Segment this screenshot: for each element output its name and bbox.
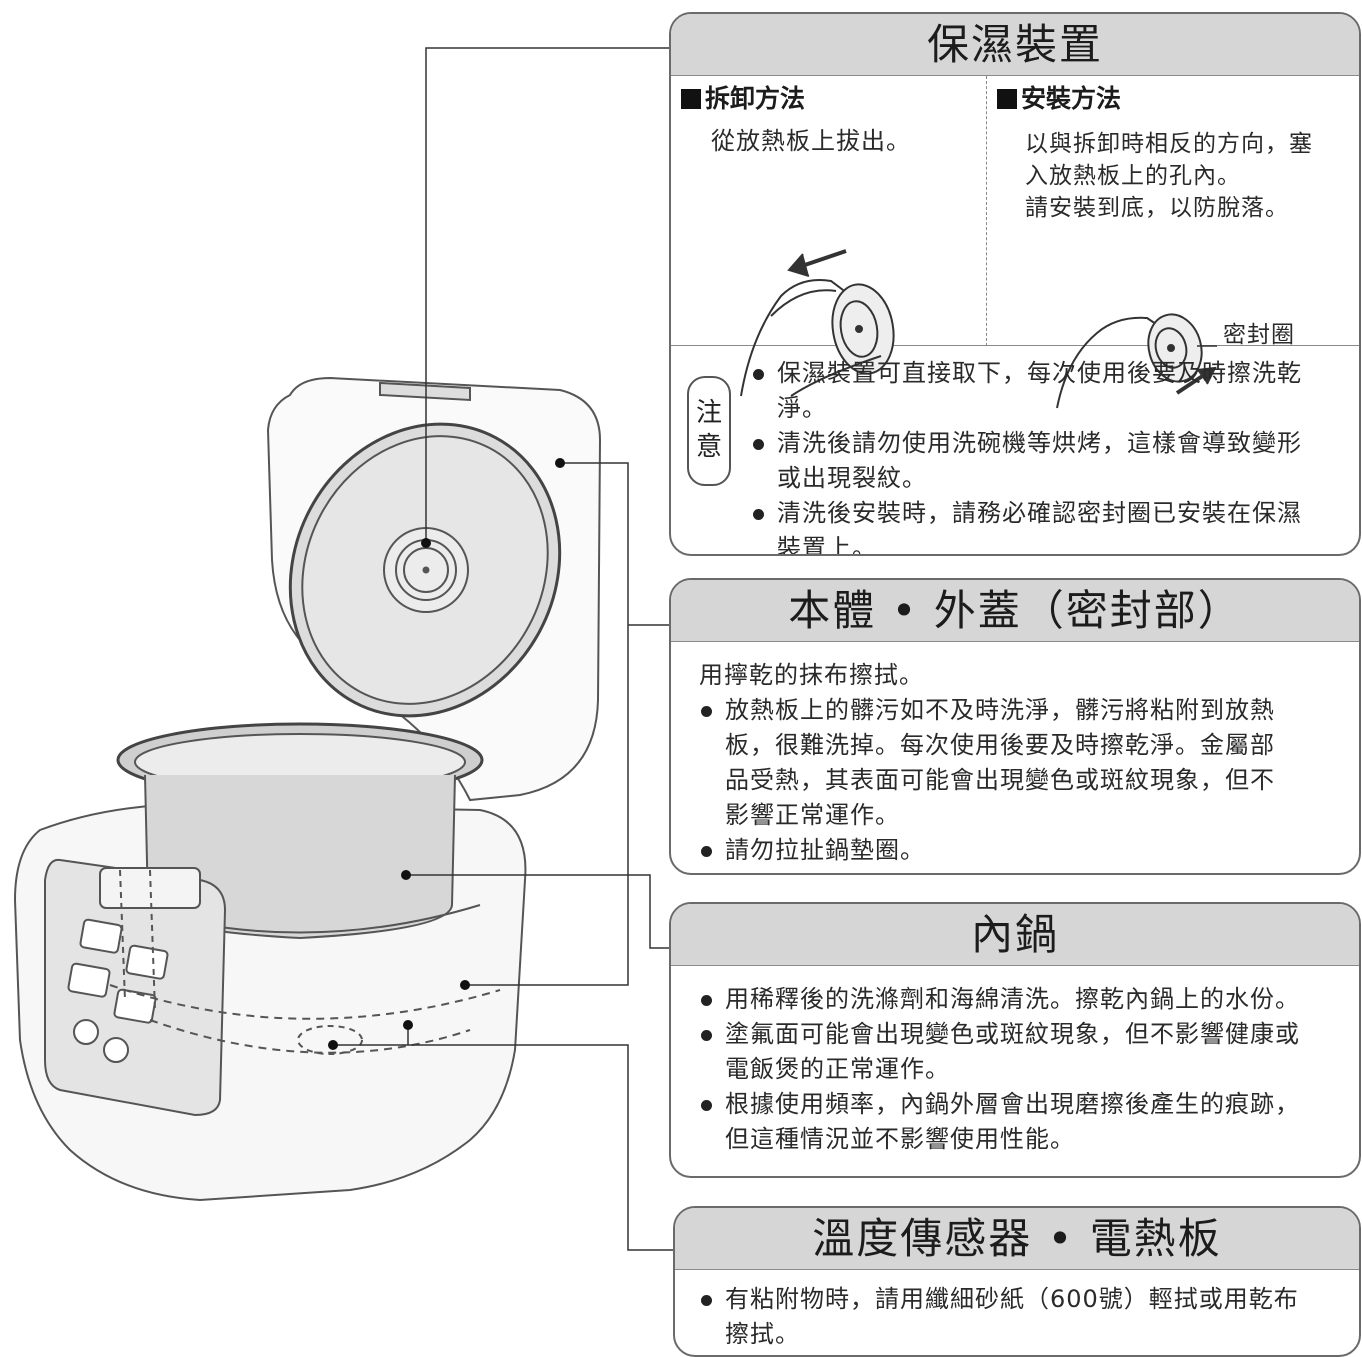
body-bullet: 放熱板上的髒污如不及時洗淨，髒污將粘附到放熱 板，很難洗掉。每次使用後要及時擦乾… [699, 693, 1335, 833]
body-intro: 用擰乾的抹布擦拭。 [699, 661, 924, 689]
remove-method: 拆卸方法 從放熱板上拔出。 [671, 76, 987, 397]
caution-area: 注 意 保濕裝置可直接取下，每次使用後要及時擦洗乾 淨。 清洗後請勿使用洗碗機等… [671, 346, 1359, 554]
install-title: 安裝方法 [1021, 84, 1122, 113]
caution-bullet: 保濕裝置可直接取下，每次使用後要及時擦洗乾 淨。 [751, 356, 1339, 426]
seal-ring-label: 密封圈 [1223, 322, 1295, 348]
caution-badge: 注 意 [687, 376, 731, 486]
hand-remove-drawing [740, 249, 895, 397]
install-line: 以與拆卸時相反的方向，塞 [1025, 131, 1313, 157]
remove-title: 拆卸方法 [705, 84, 806, 113]
install-line: 請安裝到底，以防脫落。 [1025, 195, 1289, 221]
hand-install-drawing [1056, 313, 1217, 409]
leader-humidity [425, 47, 669, 543]
install-line: 入放熱板上的孔內。 [1025, 163, 1241, 189]
install-method: 安裝方法 以與拆卸時相反的方向，塞 入放熱板上的孔內。 請安裝到底，以防脫落。 [987, 76, 1359, 409]
square-bullet-icon [997, 89, 1017, 109]
body-bullet: 請勿拉扯鍋墊圈。 [699, 833, 1335, 868]
humidity-device-section: 保濕裝置 拆卸方法 從放熱板上拔出。 [669, 12, 1361, 556]
caution-bullet: 清洗後請勿使用洗碗機等烘烤，這樣會導致變形 或出現裂紋。 [751, 426, 1339, 496]
remove-text: 從放熱板上拔出。 [711, 127, 911, 155]
body-lid-section: 本體 • 外蓋（密封部） 用擰乾的抹布擦拭。 放熱板上的髒污如不及時洗淨，髒污將… [669, 578, 1361, 875]
caution-bullet: 清洗後安裝時，請務必確認密封圈已安裝在保濕 裝置上。 [751, 496, 1339, 554]
pot-bullet: 根據使用頻率，內鍋外層會出現磨擦後產生的痕跡， 但這種情況並不影響使用性能。 [699, 1087, 1335, 1157]
square-bullet-icon [681, 89, 701, 109]
sensor-section: 溫度傳感器 • 電熱板 有粘附物時，請用纖細砂紙（600號）輕拭或用乾布 擦拭。 [673, 1206, 1361, 1357]
pot-bullet: 塗氟面可能會出現變色或斑紋現象，但不影響健康或 電飯煲的正常運作。 [699, 1017, 1335, 1087]
section-title: 溫度傳感器 • 電熱板 [675, 1208, 1359, 1270]
leader-sensor [333, 1044, 673, 1251]
sensor-bullet: 有粘附物時，請用纖細砂紙（600號）輕拭或用乾布 擦拭。 [699, 1282, 1335, 1352]
leader-pot [406, 874, 669, 949]
section-title: 本體 • 外蓋（密封部） [671, 580, 1359, 642]
section-title: 保濕裝置 [671, 14, 1359, 76]
leader-body [465, 462, 629, 986]
inner-pot-section: 內鍋 用稀釋後的洗滌劑和海綿清洗。擦乾內鍋上的水份。 塗氟面可能會出現變色或斑紋… [669, 902, 1361, 1178]
pot-bullet: 用稀釋後的洗滌劑和海綿清洗。擦乾內鍋上的水份。 [699, 982, 1335, 1017]
section-title: 內鍋 [671, 904, 1359, 966]
